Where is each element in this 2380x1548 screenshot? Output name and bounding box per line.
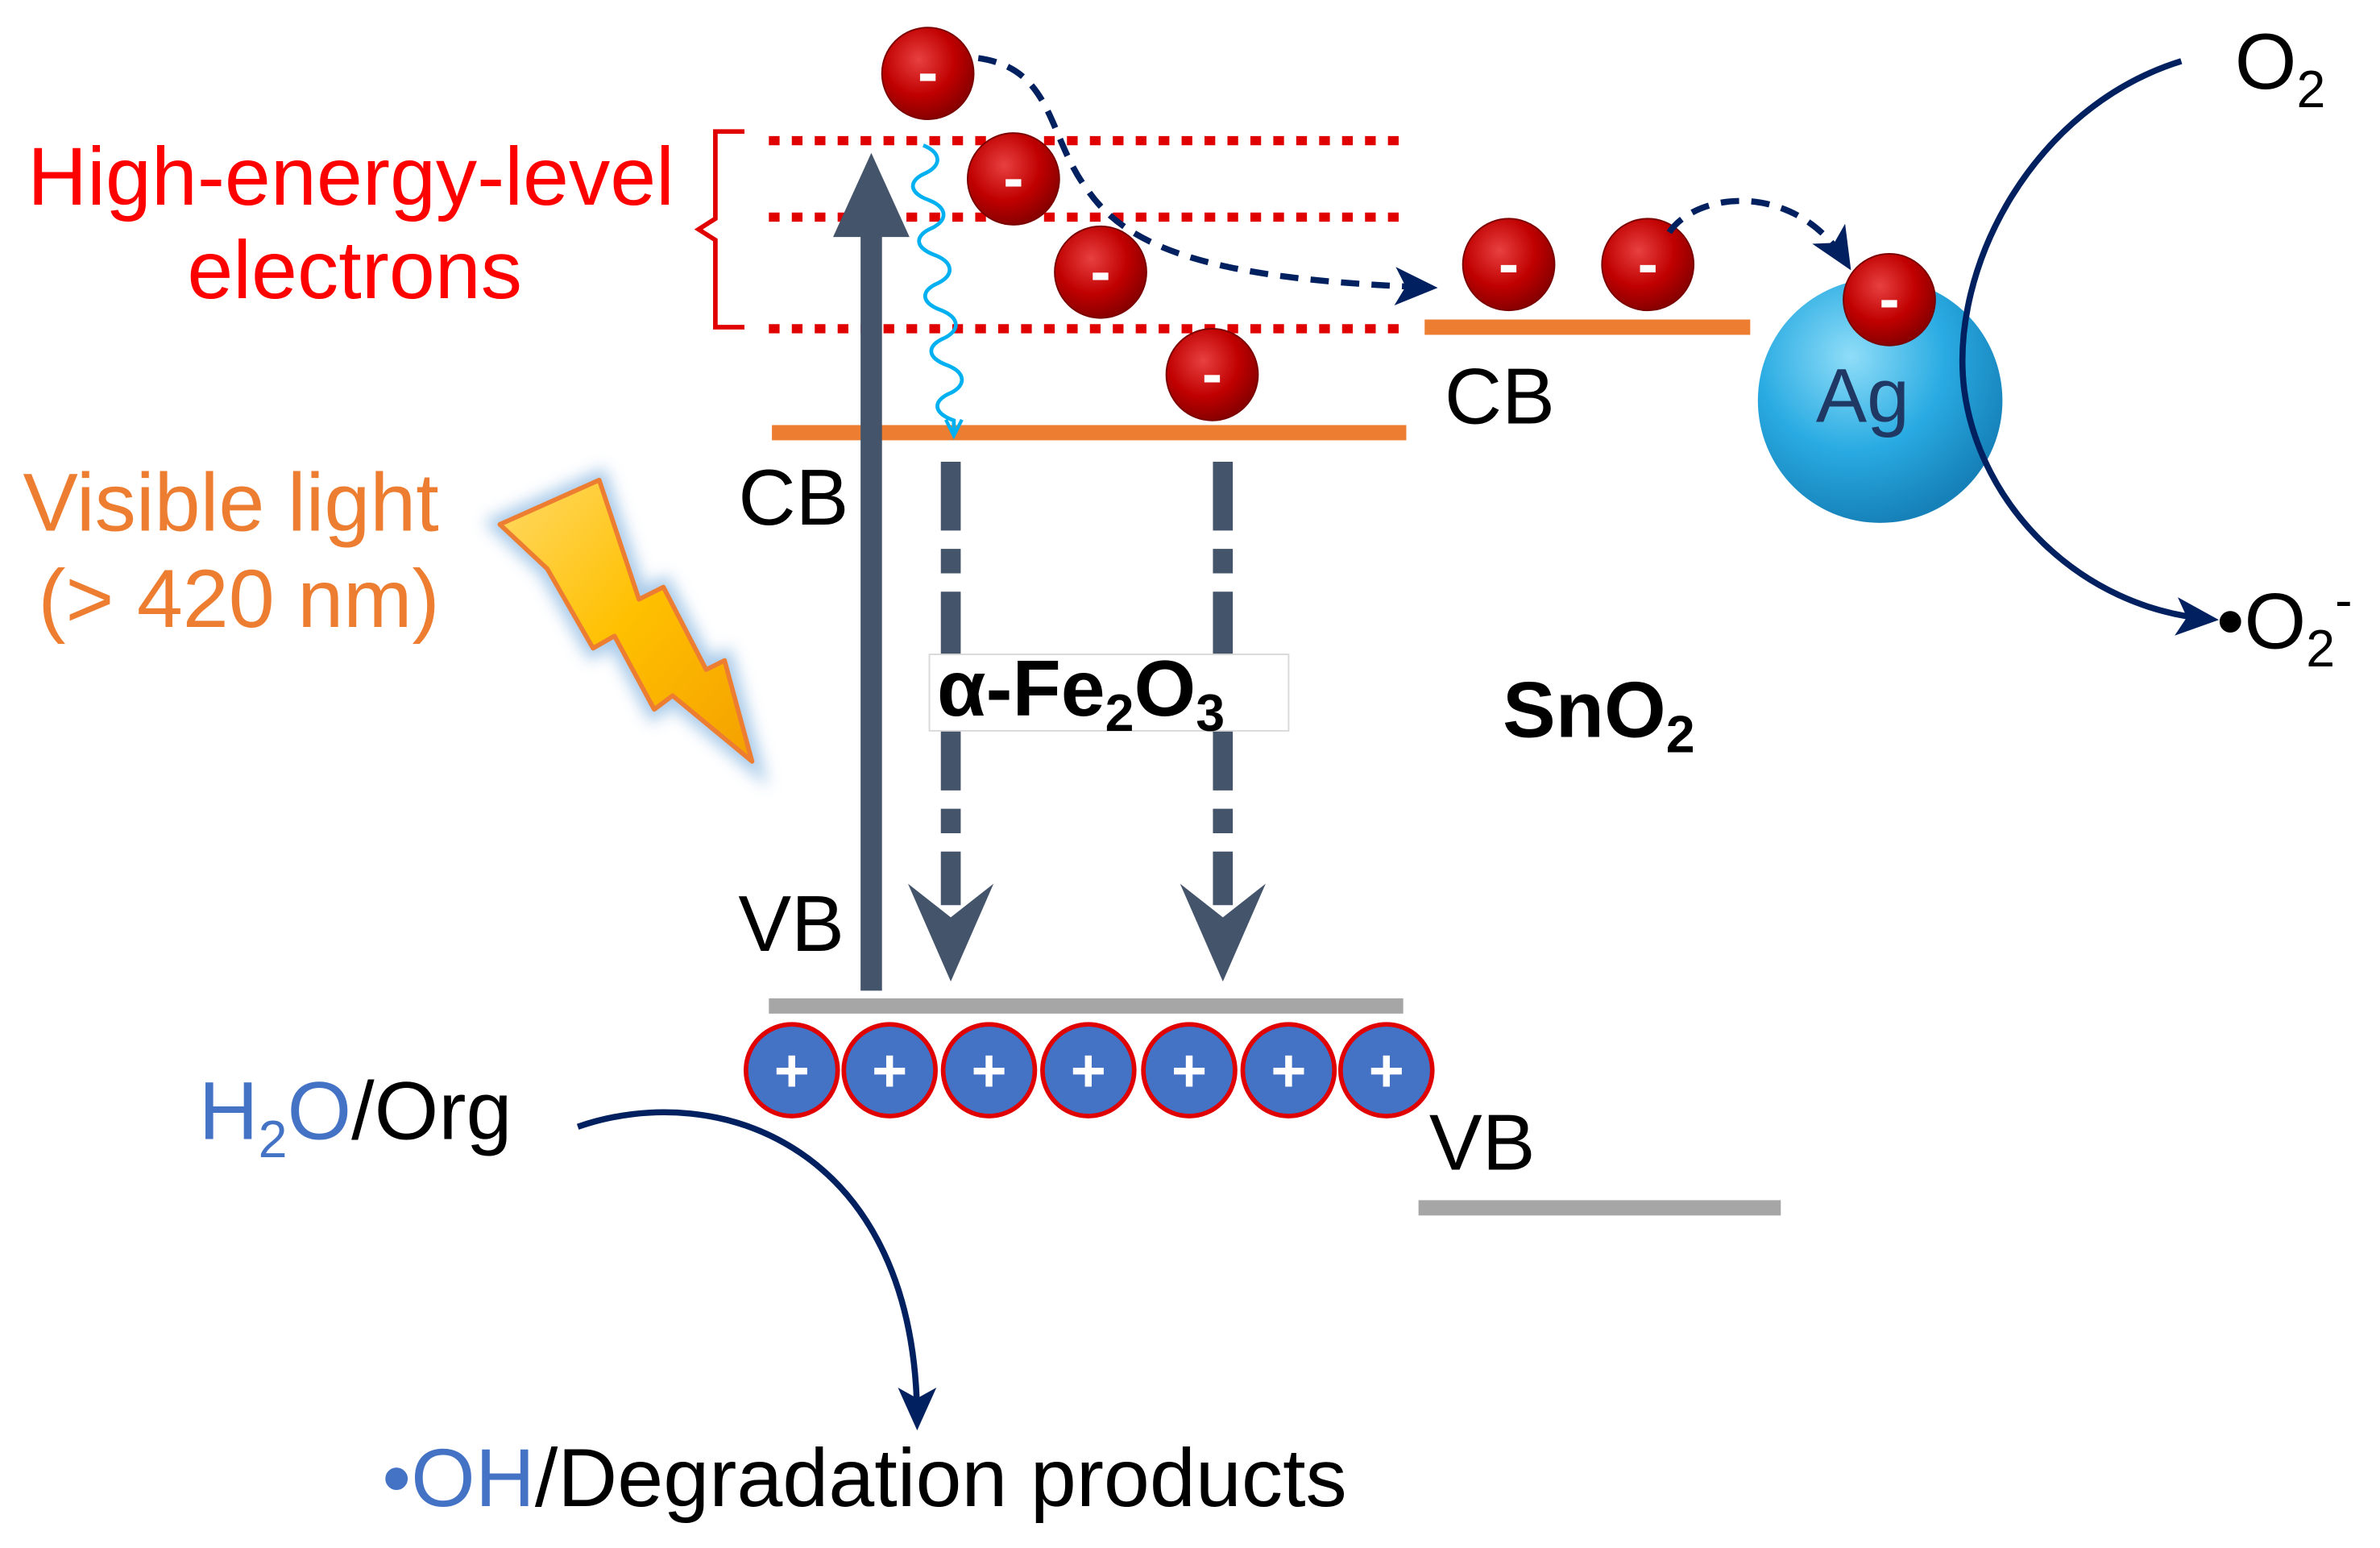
fe2o3-label-box (928, 654, 1290, 732)
electron-circle (881, 27, 975, 120)
fe2o3-name-o: O (1134, 644, 1196, 732)
ag-label: Ag (1816, 354, 1909, 439)
hole-sign: + (872, 1037, 907, 1106)
ag-nanoparticle: Ag (1757, 278, 2003, 523)
water-organics-label: H2O/Org (199, 1064, 512, 1168)
recombination-arrow-right-head (1180, 883, 1266, 982)
oxygen-reactant-label: O2 (2235, 17, 2326, 118)
electron-circle (1165, 327, 1259, 421)
superoxide-main: •O (2216, 576, 2306, 665)
electron-sign: - (1090, 237, 1110, 305)
hydroxyl-radical: •OH (382, 1431, 535, 1524)
hole-circle (1141, 1022, 1238, 1118)
hole: + (744, 1022, 840, 1118)
electron-circle (1601, 218, 1695, 312)
electron-transfer-to-ag-arrow (1666, 197, 1851, 271)
superoxide-sub: 2 (2306, 620, 2335, 678)
sno2-name: SnO2 (1503, 665, 1695, 763)
electron-sign: - (1202, 340, 1222, 409)
hole-sign: + (1071, 1037, 1106, 1106)
hole: + (940, 1022, 1038, 1118)
lightning-bolt-icon (483, 467, 769, 787)
superoxide-sup: - (2335, 571, 2352, 629)
hole-circle (1040, 1022, 1137, 1118)
electron: - (1054, 225, 1147, 319)
hole-circle (940, 1022, 1038, 1118)
electron: - (1843, 253, 1936, 347)
water-h: H (199, 1064, 259, 1156)
hole: + (841, 1022, 938, 1118)
electron-sign: - (1003, 144, 1023, 213)
fe2o3-sub-fe: 2 (1105, 684, 1134, 742)
electron: - (1601, 218, 1695, 312)
sno2-sub: 2 (1666, 705, 1695, 763)
fe2o3-vb-label: VB (738, 879, 844, 968)
hole-sign: + (774, 1037, 810, 1106)
visible-light-label: Visible light (23, 455, 438, 548)
relaxation-wave-arrow (910, 143, 964, 435)
hole: + (1338, 1022, 1435, 1118)
superoxide-label: •O2- (2216, 571, 2353, 679)
fe2o3-cb-label: CB (738, 453, 848, 542)
excitation-arrow-head (832, 152, 910, 238)
oxygen-reactant-main: O (2235, 17, 2297, 106)
sno2-vb-label: VB (1429, 1098, 1536, 1186)
electron-sign: - (1879, 265, 1899, 334)
fe2o3-name: α-Fe2O3 (937, 644, 1225, 742)
products-rest: /Degradation products (535, 1431, 1347, 1524)
recombination-arrow-left-head (907, 883, 994, 982)
electron-circle (1462, 218, 1556, 312)
holes-layer: + + + + + + + (744, 1022, 1435, 1118)
lightning-body (497, 477, 755, 764)
hole: + (1141, 1022, 1238, 1118)
hole-sign: + (971, 1037, 1006, 1106)
electron-sign: - (1499, 230, 1519, 298)
ag-sphere (1757, 278, 2003, 523)
electron-sign: - (918, 39, 938, 107)
hole: + (1240, 1022, 1337, 1118)
fe2o3-name-prefix: α-Fe (937, 644, 1105, 732)
oxygen-reduction-arrow (1959, 58, 2219, 636)
hole: + (1040, 1022, 1137, 1118)
water-oxidation-arrow (576, 1109, 937, 1431)
sno2-cb-label: CB (1445, 352, 1555, 441)
wavelength-label: (> 420 nm) (38, 552, 439, 645)
products-label: •OH/Degradation products (382, 1431, 1346, 1524)
electron: - (1165, 327, 1259, 421)
electron-transfer-to-sno2-arrow (977, 55, 1438, 306)
electron-circle (1054, 225, 1147, 319)
high-energy-label-line1: High-energy-level (27, 130, 674, 222)
energy-level-bracket (694, 129, 744, 330)
electron: - (1462, 218, 1556, 312)
hole-sign: + (1271, 1037, 1306, 1106)
excitation-arrow (832, 152, 910, 991)
oxygen-reactant-sub: 2 (2296, 60, 2325, 118)
water-sub: 2 (259, 1110, 288, 1168)
electron-circle (1843, 253, 1936, 347)
hole-circle (1240, 1022, 1337, 1118)
hole-circle (744, 1022, 840, 1118)
fe2o3-sub-o: 3 (1196, 684, 1225, 742)
electron-sign: - (1638, 230, 1658, 298)
electron: - (881, 27, 975, 120)
hole-circle (1338, 1022, 1435, 1118)
hole-sign: + (1171, 1037, 1207, 1106)
fe2o3-label: α-Fe2O3 (928, 644, 1290, 742)
electron: - (967, 132, 1060, 226)
electron-circle (967, 132, 1060, 226)
water-o: O (288, 1064, 352, 1156)
high-energy-label-line2: electrons (187, 223, 522, 316)
electrons-layer: ------- (881, 27, 1936, 421)
sno2-name-main: SnO (1503, 665, 1666, 753)
hole-sign: + (1369, 1037, 1404, 1106)
water-rest: /Org (351, 1064, 512, 1156)
hole-circle (841, 1022, 938, 1118)
